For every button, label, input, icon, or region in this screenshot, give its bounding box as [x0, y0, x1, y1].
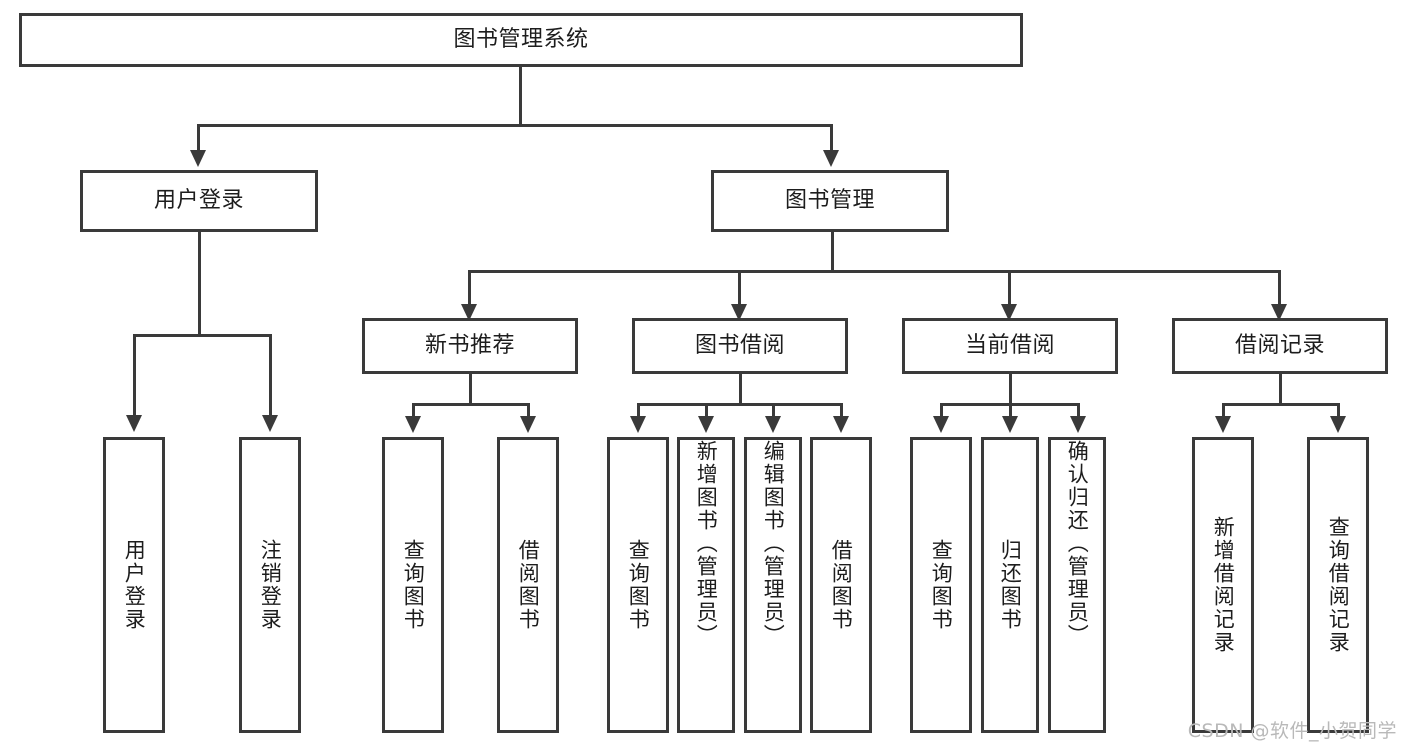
- arrow-borrow-record-leaf-1: [1215, 416, 1231, 433]
- arrow-root-to-user-login: [190, 150, 206, 167]
- node-label: 查询图书: [626, 539, 651, 631]
- connector-new-book-drop-2: [527, 403, 530, 417]
- connector-book-mgmt-drop-3: [1008, 270, 1011, 305]
- leaf-book-borrow-borrow-book[interactable]: 借阅图书: [810, 437, 872, 733]
- connector-user-login-bar: [133, 334, 272, 337]
- connector-new-book-bar: [412, 403, 530, 406]
- arrow-user-login-leaf-1: [126, 415, 142, 432]
- node-current-borrow[interactable]: 当前借阅: [902, 318, 1118, 374]
- connector-borrow-record-drop-1: [1222, 403, 1225, 417]
- connector-book-borrow-drop-2: [705, 403, 708, 417]
- arrow-current-borrow-leaf-2: [1002, 416, 1018, 433]
- connector-root-stem: [519, 67, 522, 124]
- arrow-book-mgmt-to-current-borrow: [1001, 304, 1017, 321]
- connector-book-mgmt-drop-2: [738, 270, 741, 305]
- connector-new-book-stem: [469, 374, 472, 405]
- node-book-management[interactable]: 图书管理: [711, 170, 949, 232]
- node-label: 新增图书（管理员）: [694, 440, 719, 647]
- connector-book-mgmt-stem: [831, 232, 834, 272]
- arrow-book-mgmt-to-book-borrow: [731, 304, 747, 321]
- leaf-borrow-record-add-record[interactable]: 新增借阅记录: [1192, 437, 1254, 733]
- connector-user-login-drop-1: [133, 334, 136, 416]
- node-label: 归还图书: [998, 539, 1023, 631]
- arrow-book-borrow-leaf-3: [765, 416, 781, 433]
- node-label: 借阅图书: [829, 539, 854, 631]
- connector-book-mgmt-bar: [468, 270, 1278, 273]
- arrow-book-borrow-leaf-4: [833, 416, 849, 433]
- node-root-system[interactable]: 图书管理系统: [19, 13, 1023, 67]
- leaf-new-book-borrow-book[interactable]: 借阅图书: [497, 437, 559, 733]
- node-label: 图书借阅: [694, 333, 785, 359]
- node-label: 编辑图书（管理员）: [761, 440, 786, 647]
- leaf-user-login-login[interactable]: 用户登录: [103, 437, 165, 733]
- node-label: 新增借阅记录: [1211, 516, 1236, 654]
- leaf-current-borrow-return-book[interactable]: 归还图书: [981, 437, 1039, 733]
- node-label: 确认归还（管理员）: [1065, 440, 1090, 647]
- node-label: 借阅图书: [516, 539, 541, 631]
- arrow-borrow-record-leaf-2: [1330, 416, 1346, 433]
- connector-user-login-drop-2: [269, 334, 272, 416]
- connector-book-borrow-stem: [739, 374, 742, 405]
- leaf-book-borrow-query-book[interactable]: 查询图书: [607, 437, 669, 733]
- node-label: 用户登录: [122, 539, 147, 631]
- node-label: 查询借阅记录: [1326, 516, 1351, 654]
- node-label: 当前借阅: [964, 333, 1055, 359]
- arrow-book-borrow-leaf-2: [698, 416, 714, 433]
- connector-new-book-drop-1: [412, 403, 415, 417]
- connector-borrow-record-bar: [1222, 403, 1340, 406]
- connector-root-to-book-mgmt: [830, 124, 833, 151]
- connector-borrow-record-stem: [1279, 374, 1282, 405]
- leaf-current-borrow-query-book[interactable]: 查询图书: [910, 437, 972, 733]
- leaf-current-borrow-confirm-return-admin[interactable]: 确认归还（管理员）: [1048, 437, 1106, 733]
- leaf-new-book-query-book[interactable]: 查询图书: [382, 437, 444, 733]
- node-label: 新书推荐: [424, 333, 515, 359]
- arrow-book-mgmt-to-borrow-record: [1271, 304, 1287, 321]
- connector-book-borrow-drop-4: [840, 403, 843, 417]
- node-label: 注销登录: [258, 539, 283, 631]
- connector-book-borrow-bar: [637, 403, 842, 406]
- arrow-book-borrow-leaf-1: [630, 416, 646, 433]
- node-label: 图书管理: [784, 188, 875, 214]
- connector-borrow-record-drop-2: [1337, 403, 1340, 417]
- arrow-root-to-book-mgmt: [823, 150, 839, 167]
- connector-current-borrow-stem: [1009, 374, 1012, 405]
- arrow-current-borrow-leaf-1: [933, 416, 949, 433]
- connector-book-borrow-drop-3: [772, 403, 775, 417]
- arrow-new-book-leaf-1: [405, 416, 421, 433]
- arrow-book-mgmt-to-new-book: [461, 304, 477, 321]
- leaf-user-login-logout[interactable]: 注销登录: [239, 437, 301, 733]
- node-label: 图书管理系统: [453, 27, 589, 53]
- arrow-current-borrow-leaf-3: [1070, 416, 1086, 433]
- leaf-borrow-record-query-record[interactable]: 查询借阅记录: [1307, 437, 1369, 733]
- node-user-login[interactable]: 用户登录: [80, 170, 318, 232]
- connector-current-borrow-drop-3: [1077, 403, 1080, 417]
- connector-current-borrow-drop-2: [1009, 403, 1012, 417]
- connector-book-mgmt-drop-1: [468, 270, 471, 305]
- node-label: 用户登录: [153, 188, 244, 214]
- arrow-user-login-leaf-2: [262, 415, 278, 432]
- connector-user-login-stem: [198, 232, 201, 336]
- node-label: 借阅记录: [1234, 333, 1325, 359]
- node-label: 查询图书: [929, 539, 954, 631]
- leaf-book-borrow-add-book-admin[interactable]: 新增图书（管理员）: [677, 437, 735, 733]
- connector-root-to-user-login: [197, 124, 200, 151]
- node-new-book-recommend[interactable]: 新书推荐: [362, 318, 578, 374]
- connector-root-bar: [197, 124, 833, 127]
- connector-book-borrow-drop-1: [637, 403, 640, 417]
- connector-book-mgmt-drop-4: [1278, 270, 1281, 305]
- connector-current-borrow-drop-1: [940, 403, 943, 417]
- arrow-new-book-leaf-2: [520, 416, 536, 433]
- leaf-book-borrow-edit-book-admin[interactable]: 编辑图书（管理员）: [744, 437, 802, 733]
- node-borrow-record[interactable]: 借阅记录: [1172, 318, 1388, 374]
- node-book-borrow[interactable]: 图书借阅: [632, 318, 848, 374]
- node-label: 查询图书: [401, 539, 426, 631]
